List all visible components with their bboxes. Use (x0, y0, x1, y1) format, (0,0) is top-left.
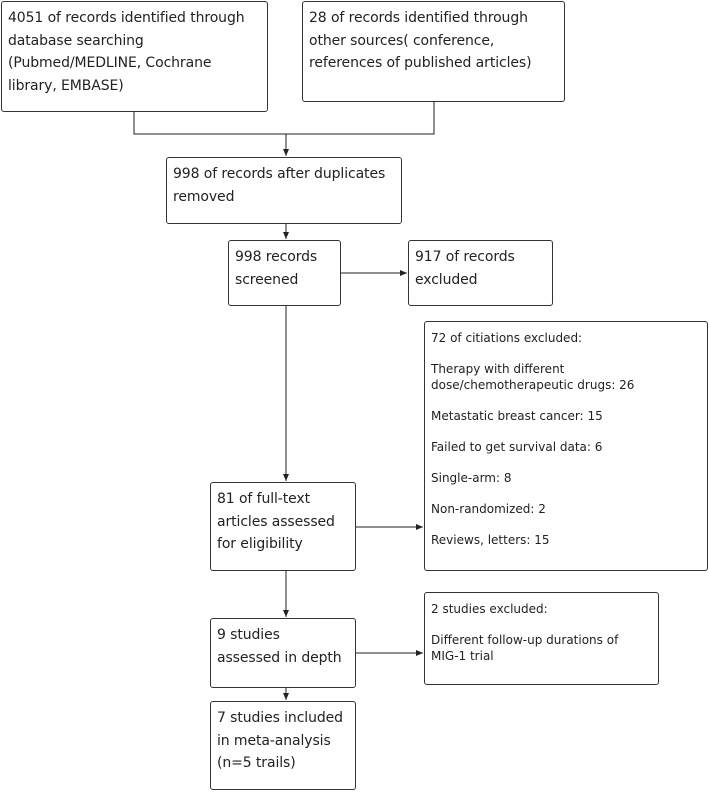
included-text: 7 studies included in meta-analysis (n=5… (217, 710, 343, 771)
after-duplicates-box: 998 of records after duplicates removed (166, 157, 402, 224)
exclusion-reason: Reviews, letters: 15 (431, 532, 550, 547)
in-depth-box: 9 studies assessed in depth (210, 618, 356, 688)
exclusion-reason: Failed to get survival data: 6 (431, 439, 603, 454)
other-sources-text: 28 of records identified through other s… (309, 10, 532, 71)
merge-line (133, 102, 435, 135)
exclusion-reason: Non-randomized: 2 (431, 501, 546, 516)
screened-text: 998 records screened (235, 249, 318, 288)
records-excluded-box: 917 of records excluded (408, 240, 553, 306)
citations-excluded-heading: 72 of citiations excluded: (431, 331, 583, 345)
screened-box: 998 records screened (228, 240, 341, 306)
studies-excluded-box: 2 studies excluded: Different follow-up … (424, 592, 659, 685)
records-excluded-text: 917 of records excluded (415, 249, 515, 288)
in-depth-text: 9 studies assessed in depth (217, 627, 342, 666)
exclusion-reason: Single-arm: 8 (431, 470, 512, 485)
other-sources-box: 28 of records identified through other s… (302, 1, 565, 102)
studies-excluded-heading: 2 studies excluded: (431, 602, 548, 616)
fulltext-box: 81 of full-text articles assessed for el… (210, 482, 356, 571)
studies-excluded-reason: Different follow-up durations of MIG-1 t… (431, 633, 619, 663)
db-search-box: 4051 of records identified through datab… (1, 1, 268, 112)
fulltext-text: 81 of full-text articles assessed for el… (217, 491, 335, 552)
citations-excluded-box: 72 of citiations excluded: Therapy with … (424, 321, 708, 571)
exclusion-reason: Metastatic breast cancer: 15 (431, 408, 603, 423)
db-search-text: 4051 of records identified through datab… (8, 10, 245, 94)
exclusion-reason: Therapy with different dose/chemotherape… (431, 362, 635, 392)
after-duplicates-text: 998 of records after duplicates removed (173, 166, 386, 205)
included-box: 7 studies included in meta-analysis (n=5… (210, 701, 356, 790)
